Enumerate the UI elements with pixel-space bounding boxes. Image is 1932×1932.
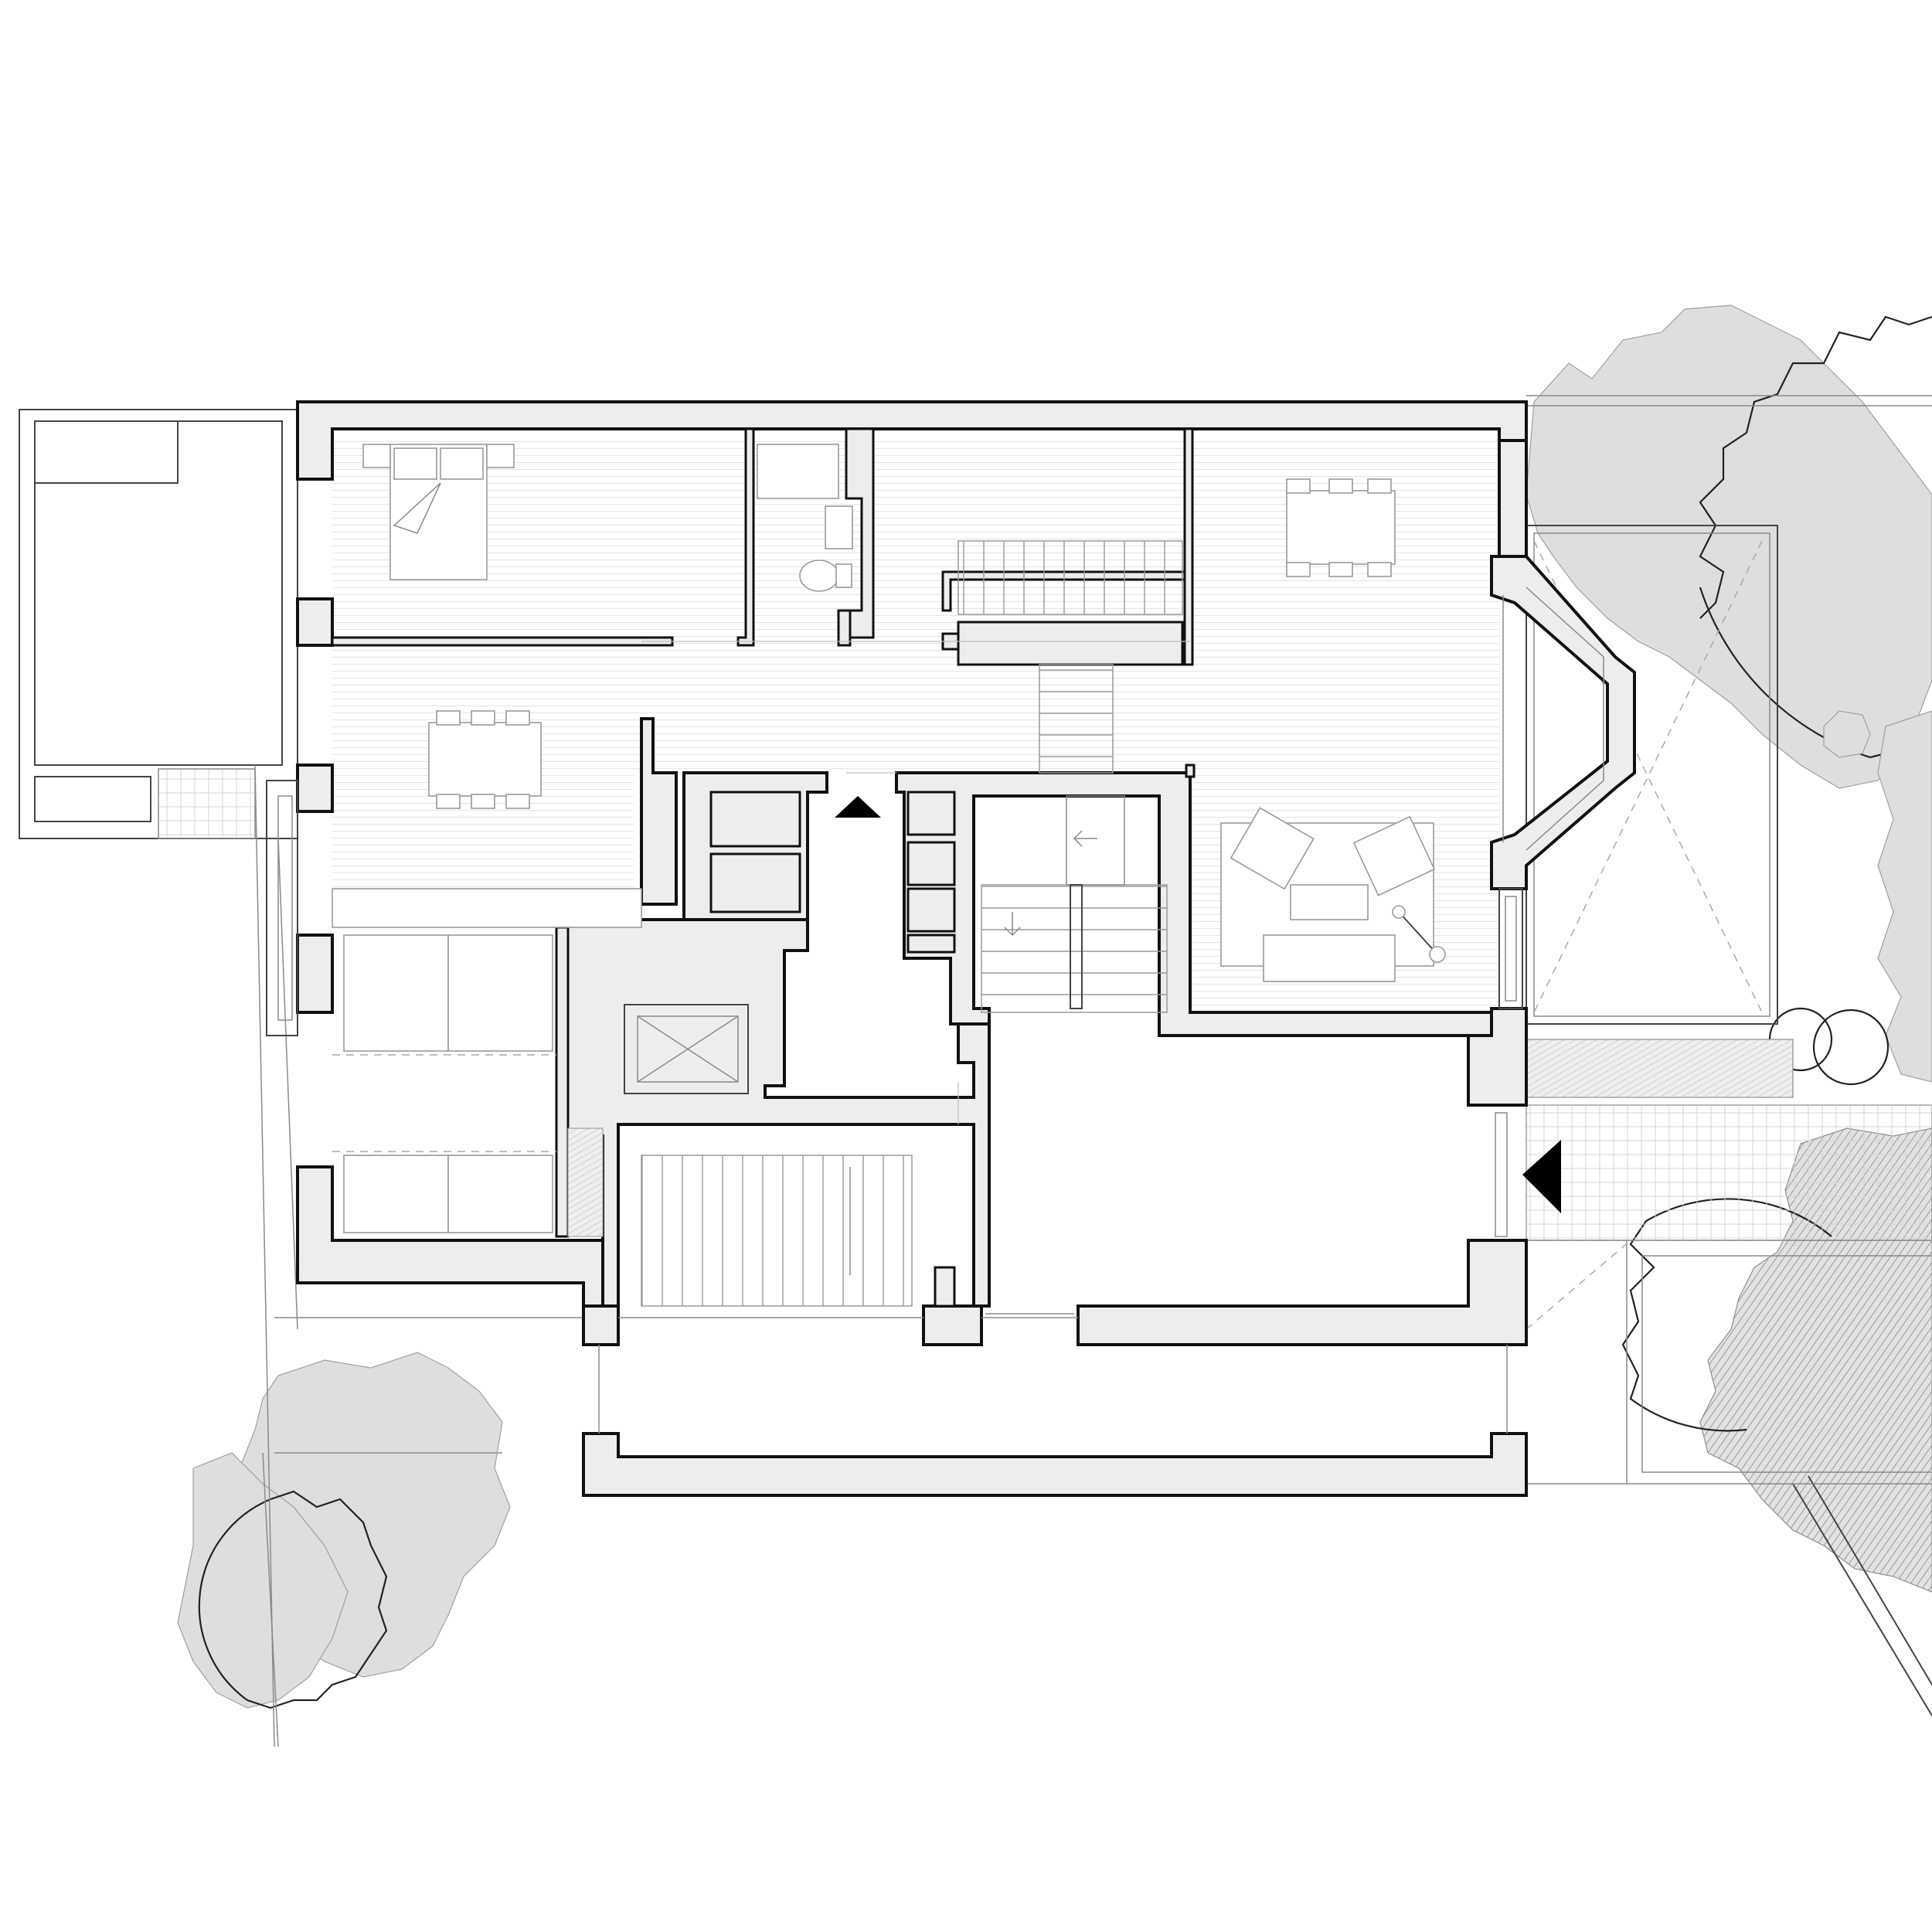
dining-table-left	[428, 710, 542, 809]
core-shaft-right	[895, 771, 1493, 1037]
tree-foliage-lower-left-2	[177, 1452, 349, 1709]
tree-foliage-right-edge	[1877, 710, 1932, 1083]
living-room-set	[1220, 807, 1446, 982]
wall-bottom-left	[582, 1304, 620, 1346]
furniture	[332, 444, 1446, 1315]
wall-left-3	[296, 934, 334, 1014]
landscape-layer	[177, 304, 1932, 1747]
wall-left-1	[296, 597, 334, 647]
elevator-cabin	[624, 1004, 749, 1094]
wall-right-top	[1498, 439, 1528, 558]
stair-lower	[641, 1155, 913, 1307]
tree-foliage-top-right	[1526, 304, 1932, 789]
tree-canopy-lower-left	[198, 1490, 388, 1709]
right-terrace	[1526, 525, 1778, 1025]
stair-upper	[957, 540, 1183, 615]
entrance-arrow-left	[1522, 1140, 1561, 1213]
tree-canopy-top-right	[1699, 315, 1932, 759]
dining-table-right	[1286, 478, 1396, 577]
entrance-markers	[835, 796, 1561, 1213]
bathroom-fixtures	[757, 444, 853, 592]
entrance-arrow-up	[835, 796, 881, 818]
tree-foliage-lower-right	[1699, 1128, 1932, 1593]
left-tile-patio	[158, 768, 256, 839]
kitchen-counter	[332, 888, 642, 928]
wall-right-bottom	[1077, 1239, 1528, 1346]
stair-middle	[1039, 664, 1114, 774]
wall-bottom-stair	[922, 1304, 983, 1346]
bunk-beds	[332, 934, 556, 1233]
wall-left-2	[296, 764, 334, 813]
stair-core	[981, 884, 1168, 1013]
entry-patio-tiles	[1526, 1104, 1932, 1241]
walls-layer	[266, 400, 1636, 1497]
wall-top	[296, 400, 1528, 481]
wall-rear-terrace	[582, 1432, 1528, 1497]
left-planter	[34, 776, 151, 822]
stairs	[641, 540, 1183, 1307]
site-lines	[19, 395, 1932, 1747]
storage-cupboards	[709, 791, 956, 954]
double-bed	[362, 444, 515, 580]
